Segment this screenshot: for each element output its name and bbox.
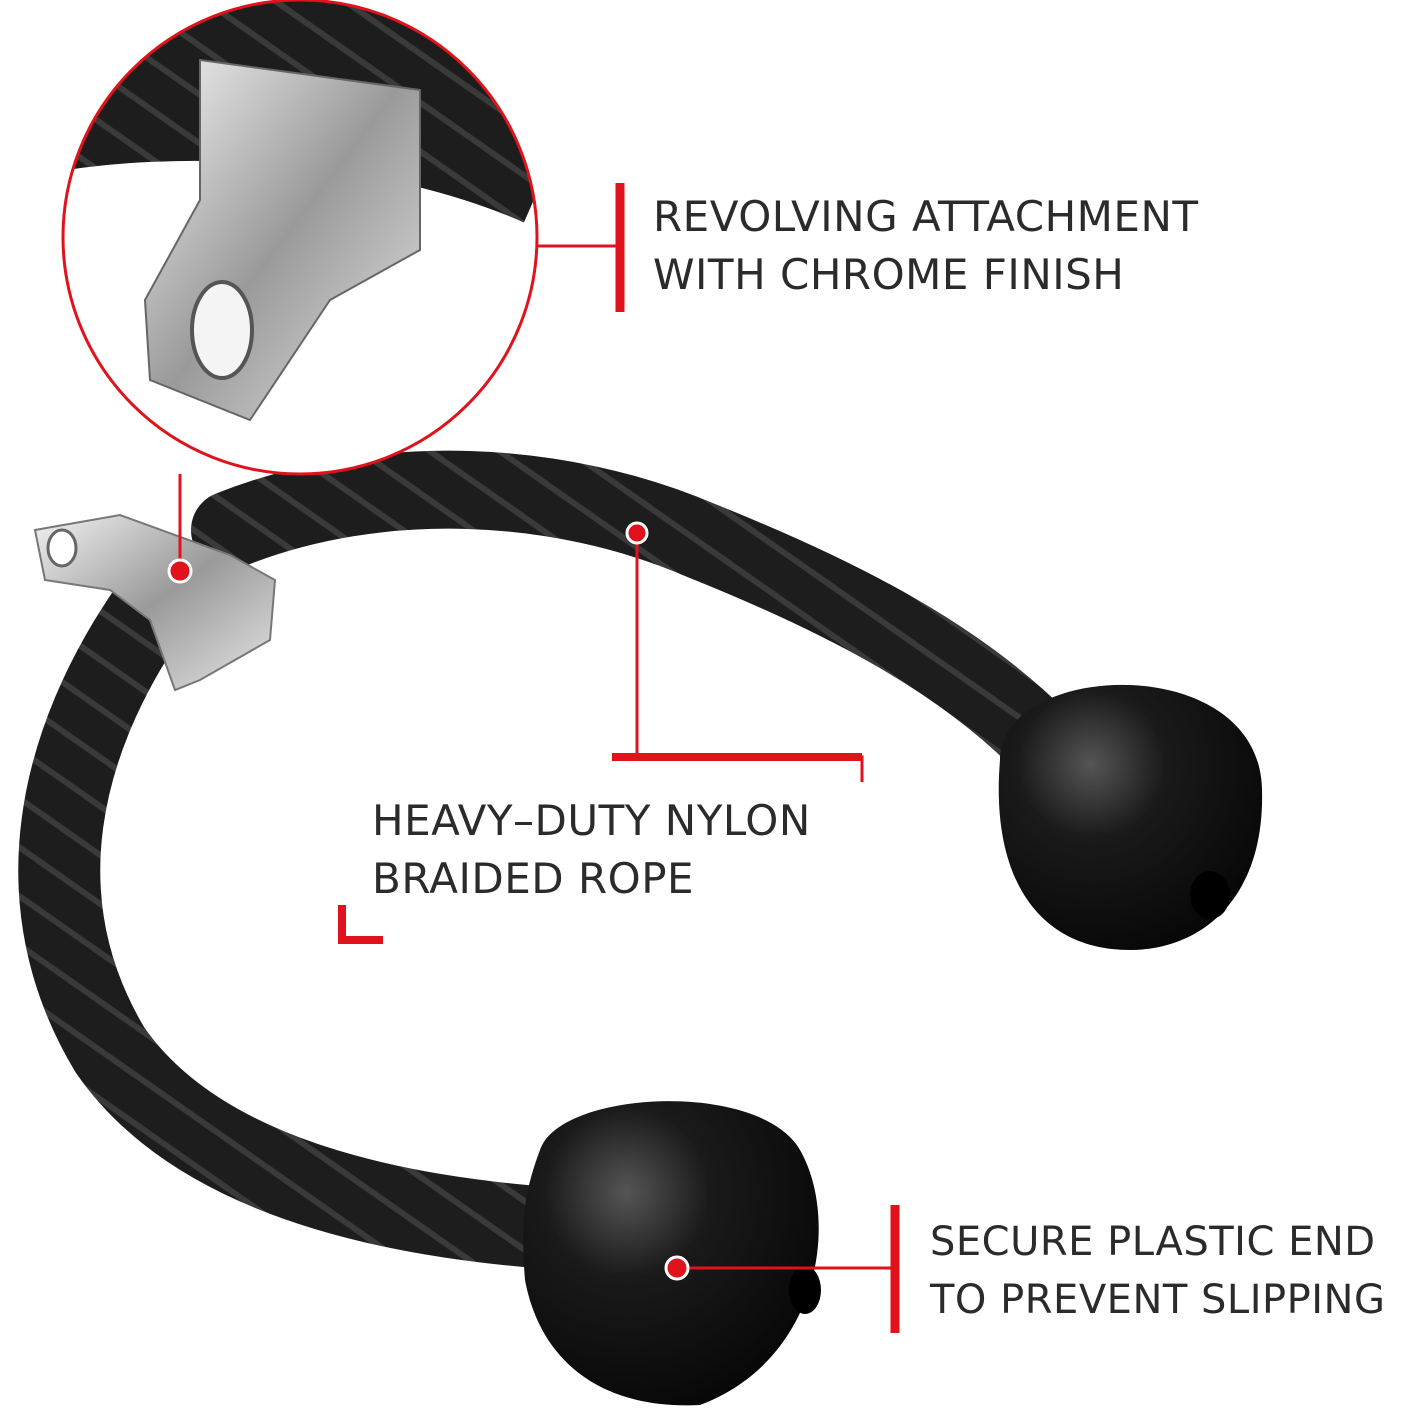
rope-line1: HEAVY–DUTY NYLON [372,796,811,845]
end-callout-text: SECURE PLASTIC END TO PREVENT SLIPPING [930,1213,1385,1329]
rope-line2: BRAIDED ROPE [372,854,695,903]
end-line1: SECURE PLASTIC END [930,1219,1376,1265]
callout-dots [167,521,690,1281]
chrome-attachment [33,513,277,692]
end-cap-dot [664,1255,690,1281]
attachment-callout-text: REVOLVING ATTACHMENT WITH CHROME FINISH [653,188,1199,304]
plastic-end-cap-bottom [523,1101,821,1406]
attachment-line2: WITH CHROME FINISH [653,250,1125,299]
end-line2: TO PREVENT SLIPPING [930,1277,1386,1323]
attachment-line1: REVOLVING ATTACHMENT [653,192,1199,241]
rope-dot [625,521,649,545]
rope-callout-text: HEAVY–DUTY NYLON BRAIDED ROPE [372,792,811,908]
rope-corner-bracket [338,905,383,944]
attachment-dot [167,558,193,584]
plastic-end-cap-right [998,684,1263,950]
braided-rope [18,450,1079,1271]
callout-lines [178,183,900,1333]
attachment-closeup-inset [61,0,539,476]
